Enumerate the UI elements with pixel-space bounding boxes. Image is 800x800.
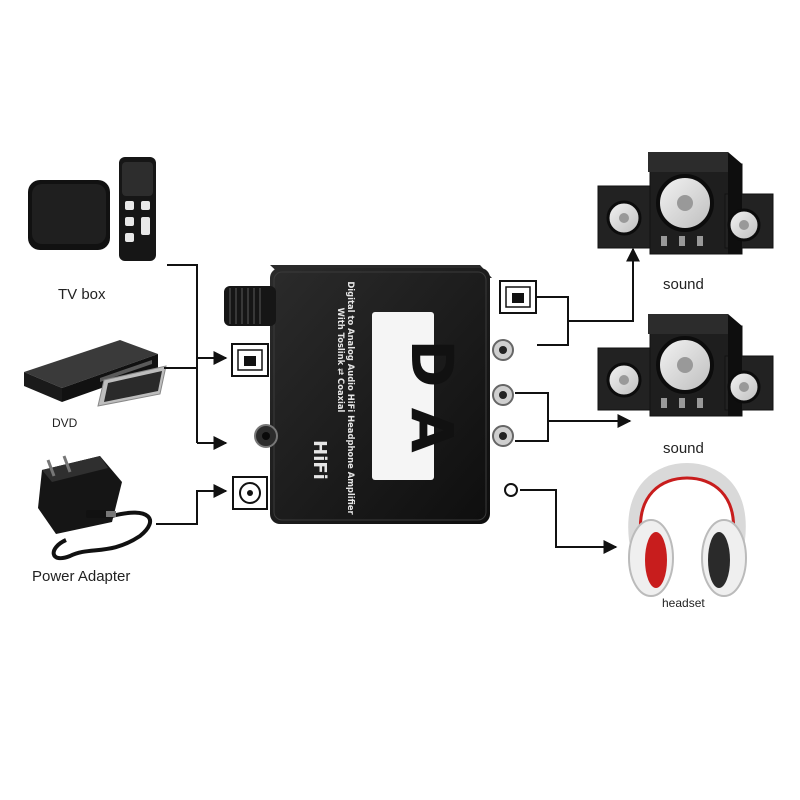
power-port-icon — [232, 476, 268, 510]
device-hifi-text: HiFi — [309, 440, 330, 480]
device-caption-line1: Digital to Analog Audio HiFi Headphone A… — [346, 281, 356, 515]
headphones-icon — [628, 462, 747, 597]
tv-box-icon — [28, 180, 110, 250]
dac-device — [224, 265, 514, 524]
tv-box-label: TV box — [58, 286, 106, 303]
optical-out-port-icon — [499, 280, 537, 314]
speaker-set-icon — [597, 152, 774, 255]
speaker-set-icon — [597, 314, 774, 417]
remote-icon — [119, 157, 156, 261]
power-adapter-label: Power Adapter — [32, 568, 131, 585]
optical-port-icon — [231, 343, 269, 377]
sound-label: sound — [663, 440, 704, 457]
input-lines — [156, 264, 228, 525]
dvd-player-icon — [24, 340, 167, 407]
dvd-label: DVD — [52, 416, 78, 430]
device-caption-line2: With Toslink ⇄ Coaxial — [336, 308, 346, 413]
device-badge-text: D A — [398, 339, 466, 452]
sound-label: sound — [663, 276, 704, 293]
output-lines — [515, 247, 640, 554]
headset-label: headset — [662, 596, 705, 610]
headphone-jack-icon — [504, 483, 518, 497]
power-adapter-icon — [38, 455, 152, 560]
